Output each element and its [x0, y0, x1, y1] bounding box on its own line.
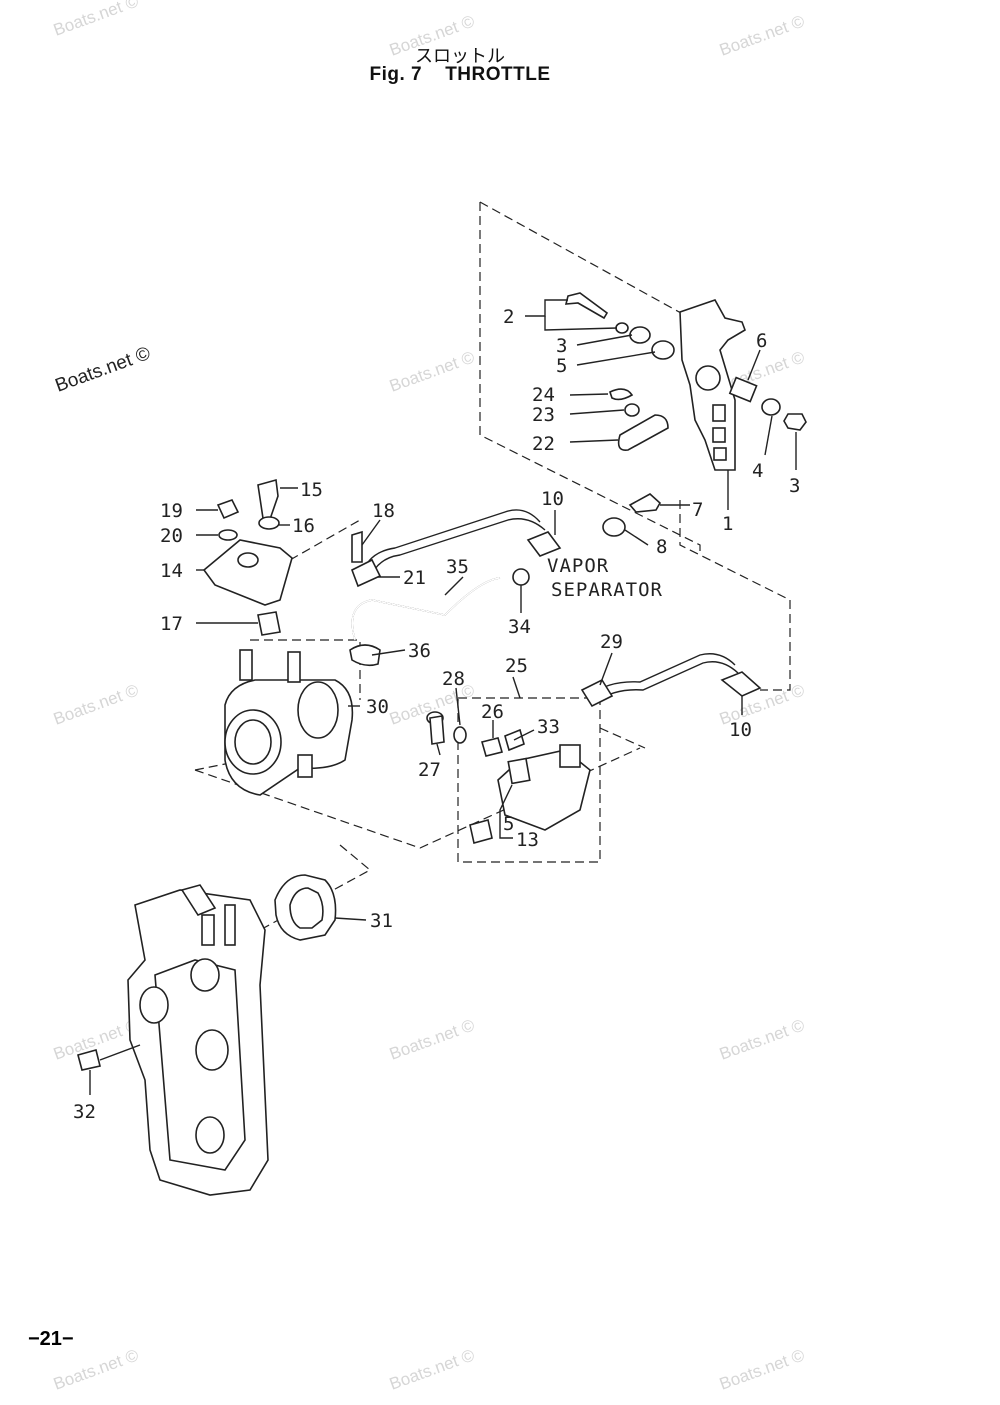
- throttle-lever-assembly: [564, 292, 807, 537]
- figure-title: Fig. 7 THROTTLE: [369, 64, 551, 85]
- watermark: Boats.net ©: [51, 0, 142, 40]
- callout-21: 21: [403, 567, 426, 589]
- callout-28: 28: [442, 668, 465, 690]
- watermark: Boats.net ©: [387, 1345, 478, 1393]
- link-rod-end: [617, 414, 669, 452]
- callout-1: 1: [722, 513, 733, 535]
- rods-and-hoses: [349, 509, 762, 708]
- watermark: Boats.net ©: [51, 680, 142, 728]
- figure-title-japanese: スロットル: [415, 46, 505, 67]
- callout-5: 5: [503, 813, 514, 835]
- callout-17: 17: [160, 613, 183, 635]
- hose-clip: [512, 568, 530, 586]
- spacer: [257, 611, 281, 636]
- leader-lines: [89, 299, 797, 1095]
- callout-26: 26: [481, 701, 504, 723]
- callout-19: 19: [160, 500, 183, 522]
- lever-slot: [712, 404, 726, 422]
- nut: [783, 413, 807, 431]
- cable-bracket: [202, 539, 293, 606]
- watermark: Boats.net ©: [717, 11, 808, 59]
- rod-end: [350, 558, 382, 588]
- page-number: −21−: [28, 1328, 74, 1350]
- watermark: Boats.net ©: [717, 1345, 808, 1393]
- callout-23: 23: [532, 404, 555, 426]
- callout-35: 35: [446, 556, 469, 578]
- callout-13: 13: [516, 829, 539, 851]
- callout-16: 16: [292, 515, 315, 537]
- note-vapor: VAPOR: [547, 555, 609, 577]
- watermark: Boats.net ©: [53, 343, 154, 397]
- callout-22: 22: [532, 433, 555, 455]
- cable-bracket-assembly: [202, 478, 293, 636]
- note-separator: SEPARATOR: [551, 579, 663, 601]
- watermark: Boats.net ©: [51, 1345, 142, 1393]
- callout-3: 3: [789, 475, 800, 497]
- watermark: Boats.net ©: [387, 1015, 478, 1063]
- callout-36: 36: [408, 640, 431, 662]
- callout-10: 10: [729, 719, 752, 741]
- spacer: [761, 398, 781, 416]
- callout-5: 5: [556, 355, 567, 377]
- washer: [218, 529, 238, 541]
- callout-18: 18: [372, 500, 395, 522]
- callout-4: 4: [752, 460, 763, 482]
- stud-bolt: [351, 530, 363, 563]
- washer: [258, 516, 280, 530]
- rod-end: [580, 678, 614, 708]
- accelerator-rod: [589, 653, 736, 696]
- callout-27: 27: [418, 759, 441, 781]
- callout-3: 3: [556, 335, 567, 357]
- callout-31: 31: [370, 910, 393, 932]
- clip-10b: [720, 671, 762, 697]
- carburetor-sub-assembly: [426, 711, 591, 844]
- accelerator-rod-inner: [594, 661, 739, 703]
- intake-manifold: [77, 884, 269, 1196]
- callout-7: 7: [692, 499, 703, 521]
- callout-20: 20: [160, 525, 183, 547]
- watermark: Boats.net ©: [387, 11, 478, 59]
- nut: [216, 499, 240, 520]
- lever-slot: [713, 447, 727, 461]
- callout-6: 6: [756, 330, 767, 352]
- callout-10: 10: [541, 488, 564, 510]
- washer: [651, 340, 675, 360]
- callout-15: 15: [300, 479, 323, 501]
- bracket-hole: [237, 552, 259, 568]
- watermark: Boats.net ©: [387, 347, 478, 395]
- lever-bolt: [564, 292, 609, 320]
- clip-10a: [526, 531, 562, 557]
- collar: [728, 376, 758, 403]
- callout-labels: 2 3 5 6 24 23 22 4 3 7 1 8 10 15 16 19 2…: [73, 306, 800, 1123]
- callout-14: 14: [160, 560, 183, 582]
- washer: [629, 326, 651, 344]
- vapor-hose-fill: [351, 577, 501, 641]
- washer: [624, 403, 640, 417]
- callout-32: 32: [73, 1101, 96, 1123]
- bushing: [602, 517, 626, 537]
- callout-29: 29: [600, 631, 623, 653]
- throttle-body: [224, 649, 354, 796]
- gasket: [274, 874, 337, 941]
- clip: [609, 388, 634, 401]
- callout-34: 34: [508, 616, 531, 638]
- callout-8: 8: [656, 536, 667, 558]
- lever-boss: [695, 365, 721, 391]
- callout-30: 30: [366, 696, 389, 718]
- hose-clamp: [349, 644, 381, 667]
- bolt: [628, 493, 662, 513]
- callout-25: 25: [505, 655, 528, 677]
- watermark-group: Boats.net © Boats.net © Boats.net © Boat…: [51, 0, 808, 1394]
- callout-2: 2: [503, 306, 514, 328]
- callout-24: 24: [532, 384, 555, 406]
- lever-slot: [712, 427, 726, 443]
- vapor-separator-note: VAPOR SEPARATOR: [547, 555, 663, 601]
- watermark: Boats.net ©: [717, 1015, 808, 1063]
- callout-33: 33: [537, 716, 560, 738]
- washer: [615, 322, 629, 334]
